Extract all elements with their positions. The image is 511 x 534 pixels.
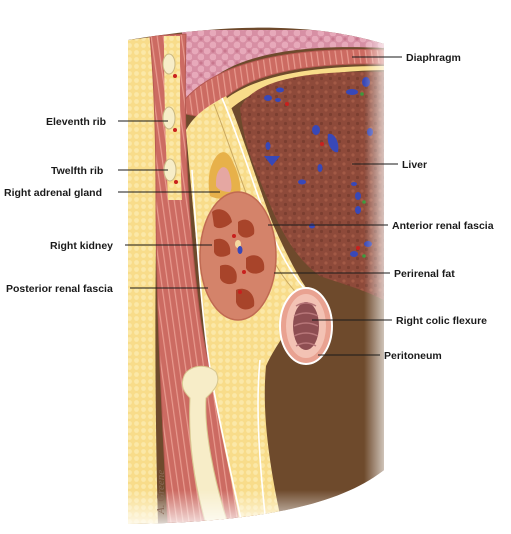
posterior-renal-fascia-line: [191, 169, 243, 524]
rib-upper: [162, 53, 176, 75]
right-colic-flexure: [279, 287, 333, 365]
label-right-colic-flexure: Right colic flexure: [396, 315, 487, 327]
lung: [182, 30, 384, 106]
renal-pyramid-6: [236, 288, 255, 310]
liver-vessels: [264, 77, 373, 258]
label-anterior-renal-fascia: Anterior renal fascia: [392, 220, 494, 232]
label-eleventh-rib: Eleventh rib: [46, 116, 106, 128]
label-posterior-renal-fascia: Posterior renal fascia: [6, 283, 113, 295]
renal-pyramid-1: [212, 209, 232, 229]
artist-signature: A. Greene: [155, 470, 167, 515]
label-liver: Liver: [402, 159, 427, 171]
adrenal-medulla: [216, 167, 232, 192]
label-right-adrenal-gland: Right adrenal gland: [4, 187, 102, 199]
subcutaneous-fat: [128, 36, 160, 524]
label-perirenal-fat: Perirenal fat: [394, 268, 455, 280]
label-peritoneum: Peritoneum: [384, 350, 442, 362]
label-diaphragm: Diaphragm: [406, 52, 461, 64]
label-right-kidney: Right kidney: [50, 240, 113, 252]
liver: [240, 71, 384, 300]
renal-pyramid-5: [220, 264, 237, 285]
renal-pyramid-2: [238, 219, 255, 238]
right-kidney: [199, 191, 277, 321]
right-fade: [364, 27, 384, 524]
renal-pyramid-3: [214, 238, 231, 257]
transverse-process: [181, 365, 229, 524]
anatomical-section: [128, 27, 384, 524]
labels: Diaphragm Liver Anterior renal fascia Pe…: [4, 52, 494, 362]
leader-lines: [118, 56, 402, 356]
diaphragm-muscle: [175, 49, 384, 119]
ribs: [162, 53, 178, 184]
eleventh-rib: [162, 106, 176, 130]
renal-pyramid-4: [246, 255, 265, 274]
label-twelfth-rib: Twelfth rib: [51, 165, 103, 177]
